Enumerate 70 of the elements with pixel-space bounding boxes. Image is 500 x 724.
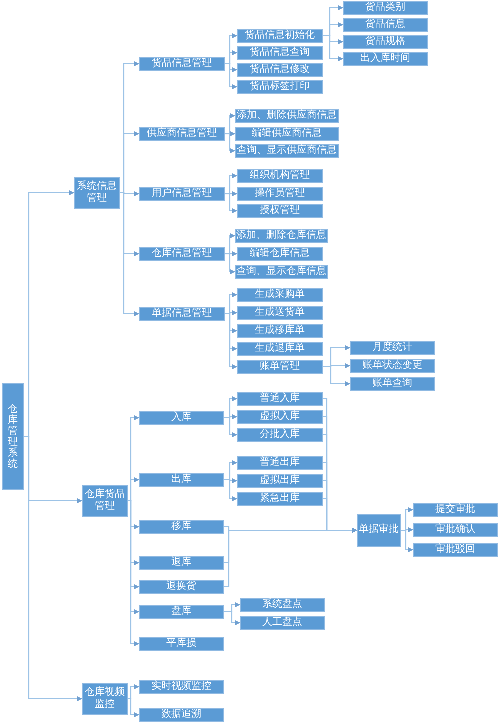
module-box: 操作员管理	[237, 187, 323, 201]
module-box: 生成退库单	[237, 342, 323, 356]
connector-arrow	[224, 611, 240, 626]
module-box: 生成采购单	[237, 288, 323, 302]
module-box: 用户信息管理	[139, 187, 225, 201]
module-box: 货品信息管理	[139, 57, 225, 71]
module-box: 单据审批	[357, 514, 401, 547]
module-box: 仓库货品管理	[82, 485, 128, 517]
module-box: 仓库信息管理	[139, 247, 225, 261]
connector-arrow	[120, 192, 140, 316]
connector-arrow	[225, 133, 236, 154]
module-box: 货品规格	[343, 35, 428, 49]
root-box: 仓库管理系统	[2, 383, 24, 490]
module-box: 出库	[139, 473, 224, 487]
module-box: 供应商信息管理	[139, 127, 225, 141]
module-box: 系统盘点	[240, 598, 325, 612]
connector-arrow	[128, 684, 140, 700]
module-box: 账单管理	[237, 360, 323, 374]
connector-arrow	[128, 500, 140, 646]
module-box: 授权管理	[237, 204, 323, 218]
connector-arrow	[128, 478, 140, 502]
connector-arrow	[225, 193, 238, 214]
module-box: 实时视频监控	[139, 680, 224, 694]
connector-arrow	[225, 313, 238, 370]
module-box: 账单查询	[350, 377, 435, 391]
module-box: 编辑供应商信息	[235, 127, 339, 141]
module-box: 审批确认	[413, 523, 498, 537]
module-box: 生成移库单	[237, 324, 323, 338]
module-box: 平库损	[139, 637, 224, 651]
module-box: 虚拟入库	[237, 410, 323, 424]
connector-arrow	[128, 698, 140, 718]
module-box: 系统信息管理	[74, 177, 120, 209]
module-box: 退换货	[139, 580, 224, 594]
module-box: 查询、显示供应商信息	[235, 144, 339, 158]
module-box: 盘库	[139, 605, 224, 619]
module-box: 组织机构管理	[237, 169, 323, 183]
module-box: 出入库时间	[343, 52, 428, 66]
module-box: 编辑仓库信息	[237, 247, 323, 261]
connector-arrow	[224, 479, 238, 502]
connector-arrow	[224, 417, 238, 438]
module-box: 提交审批	[413, 503, 498, 517]
module-box: 生成送货单	[237, 306, 323, 320]
module-box: 货品信息初始化	[237, 29, 323, 43]
module-box: 审批驳回	[413, 543, 498, 557]
module-box: 紧急出库	[237, 492, 323, 506]
module-box: 普通入库	[237, 392, 323, 406]
module-box: 虚拟出库	[237, 474, 323, 488]
module-box: 货品信息修改	[237, 63, 323, 77]
module-box: 货品标签打印	[237, 80, 323, 94]
module-box: 分批入库	[237, 428, 323, 442]
connector-arrow	[401, 530, 414, 552]
module-box: 货品信息查询	[237, 46, 323, 60]
module-box: 人工盘点	[240, 616, 325, 630]
module-box: 移库	[139, 520, 224, 534]
module-box: 普通出库	[237, 456, 323, 470]
connector-arrow	[225, 63, 238, 90]
module-box: 月度统计	[350, 341, 435, 355]
connector-arrow	[323, 366, 350, 386]
module-box: 仓库视频监控	[82, 683, 128, 715]
module-box: 查询、显示仓库信息	[235, 265, 328, 279]
module-box: 货品类别	[343, 1, 428, 15]
module-box: 账单状态变更	[350, 359, 435, 373]
module-box: 添加、删除仓库信息	[235, 229, 328, 243]
connector-arrow	[225, 253, 236, 274]
module-box: 退库	[139, 556, 224, 570]
module-box: 添加、删除供应商信息	[235, 109, 339, 123]
module-box: 入库	[139, 411, 224, 425]
module-box: 单据信息管理	[139, 307, 225, 321]
module-box: 货品信息	[343, 18, 428, 32]
module-box: 数据追溯	[139, 708, 224, 722]
